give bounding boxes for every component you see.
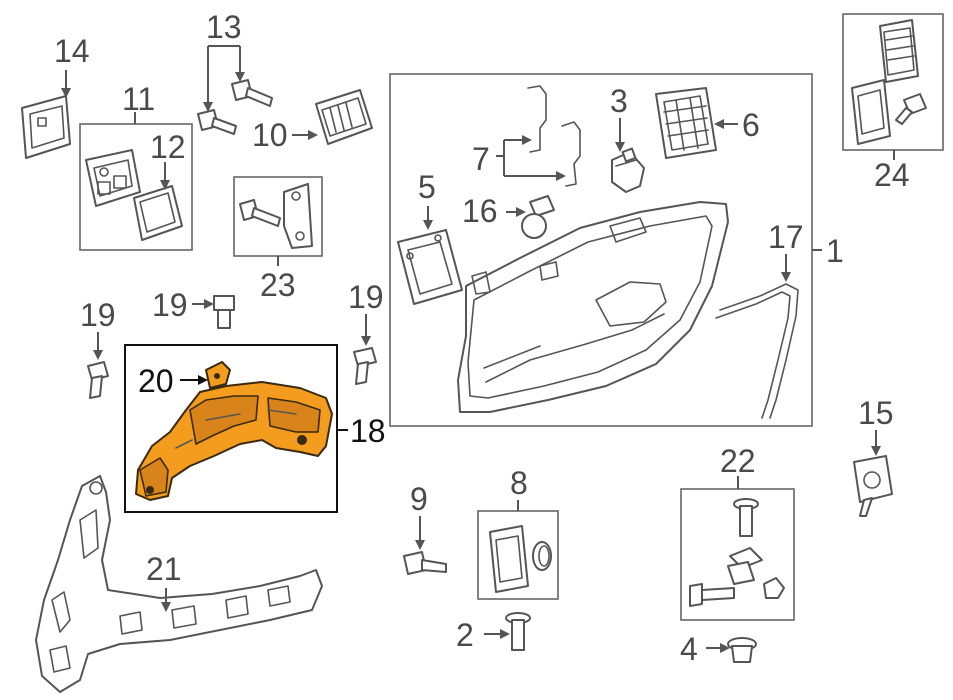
callout-18: 18 xyxy=(350,413,386,449)
callout-15: 15 xyxy=(858,395,894,431)
bulb-socket-3 xyxy=(611,147,645,193)
callout-4: 4 xyxy=(680,631,698,667)
callout-6: 6 xyxy=(742,107,760,143)
cover-kit-24 xyxy=(851,19,927,145)
bracket-bolt-23 xyxy=(239,183,313,249)
callout-21: 21 xyxy=(146,551,182,587)
socket-15 xyxy=(853,455,893,517)
callout-1: 1 xyxy=(826,233,844,269)
callout-16: 16 xyxy=(462,193,498,229)
module-10 xyxy=(315,89,373,145)
callout-11: 11 xyxy=(122,81,155,117)
bolt-9 xyxy=(403,551,447,575)
callout-2: 2 xyxy=(456,617,474,653)
seal-strip-17 xyxy=(715,283,799,419)
cover-6 xyxy=(655,87,717,159)
callout-9: 9 xyxy=(410,481,428,517)
mounting-bracket-18 xyxy=(135,381,333,501)
control-module-14 xyxy=(21,95,71,159)
part-18-box xyxy=(124,344,338,513)
callout-19-left: 19 xyxy=(80,297,116,333)
bolt-19-center xyxy=(213,295,235,329)
gasket-12 xyxy=(133,185,183,241)
bulb-16 xyxy=(521,195,555,239)
clip-20 xyxy=(205,361,231,389)
ballast-unit-11 xyxy=(85,149,141,207)
bolt-19-right xyxy=(353,347,377,385)
callout-5: 5 xyxy=(418,169,436,205)
headlamp-1 xyxy=(457,201,729,413)
fastener-kit-22 xyxy=(689,498,785,607)
bolt-13a xyxy=(197,109,237,135)
bolt-13b xyxy=(231,79,273,107)
module-8 xyxy=(489,525,552,593)
callout-17: 17 xyxy=(768,219,804,255)
callout-23: 23 xyxy=(260,267,296,303)
bumper-bracket-21 xyxy=(35,475,323,693)
frame-5 xyxy=(397,229,463,305)
pin-2 xyxy=(505,612,531,651)
callout-14: 14 xyxy=(54,33,90,69)
callout-8: 8 xyxy=(510,465,528,501)
callout-12: 12 xyxy=(150,129,186,165)
callout-20: 20 xyxy=(138,363,174,399)
callout-19-right: 19 xyxy=(348,279,384,315)
callout-3: 3 xyxy=(610,83,628,119)
callout-13: 13 xyxy=(206,9,242,45)
callout-10: 10 xyxy=(252,117,288,153)
callout-19-center: 19 xyxy=(152,287,188,323)
callout-7: 7 xyxy=(472,141,490,177)
cap-4 xyxy=(727,637,757,663)
callout-24: 24 xyxy=(874,157,910,193)
callout-22: 22 xyxy=(720,443,756,479)
bolt-19-left xyxy=(87,361,109,399)
clips-7 xyxy=(527,85,581,187)
